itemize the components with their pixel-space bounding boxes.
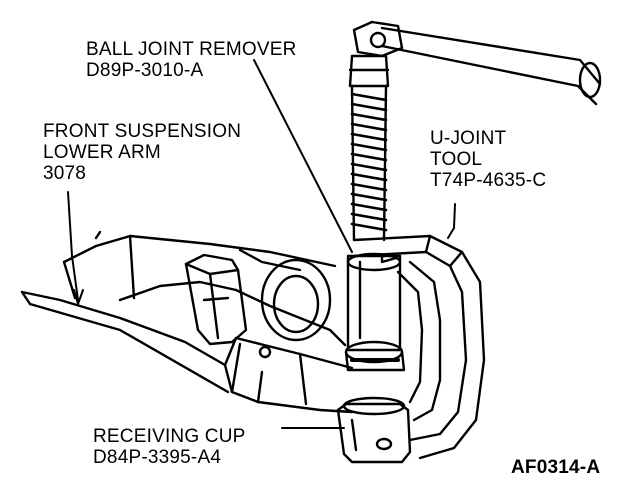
ball-joint-remover-name: BALL JOINT REMOVER bbox=[86, 39, 297, 60]
front-suspension-line2: LOWER ARM bbox=[43, 142, 161, 163]
leader-lines bbox=[67, 59, 456, 429]
receiving-cup-label: RECEIVING CUP D84P-3395-A4 bbox=[93, 426, 246, 468]
figure-code: AF0314-A bbox=[511, 457, 601, 478]
ball-joint-remover-drawing bbox=[344, 20, 602, 372]
u-joint-tool-drawing bbox=[352, 234, 486, 460]
u-joint-tool-line2: TOOL bbox=[430, 149, 483, 170]
ball-joint-remover-part-number: D89P-3010-A bbox=[86, 60, 204, 81]
receiving-cup-drawing bbox=[336, 396, 412, 464]
u-joint-tool-label: U-JOINT TOOL T74P-4635-C bbox=[430, 128, 546, 191]
u-joint-tool-part-number: T74P-4635-C bbox=[430, 170, 547, 191]
u-joint-tool-line1: U-JOINT bbox=[430, 128, 507, 149]
front-suspension-label: FRONT SUSPENSION LOWER ARM 3078 bbox=[43, 121, 241, 184]
lower-arm-drawing bbox=[20, 230, 354, 414]
ball-joint-remover-label: BALL JOINT REMOVER D89P-3010-A bbox=[86, 39, 297, 81]
front-suspension-line1: FRONT SUSPENSION bbox=[43, 121, 242, 142]
front-suspension-part-number: 3078 bbox=[43, 163, 87, 184]
receiving-cup-part-number: D84P-3395-A4 bbox=[93, 447, 222, 468]
receiving-cup-name: RECEIVING CUP bbox=[93, 426, 246, 447]
